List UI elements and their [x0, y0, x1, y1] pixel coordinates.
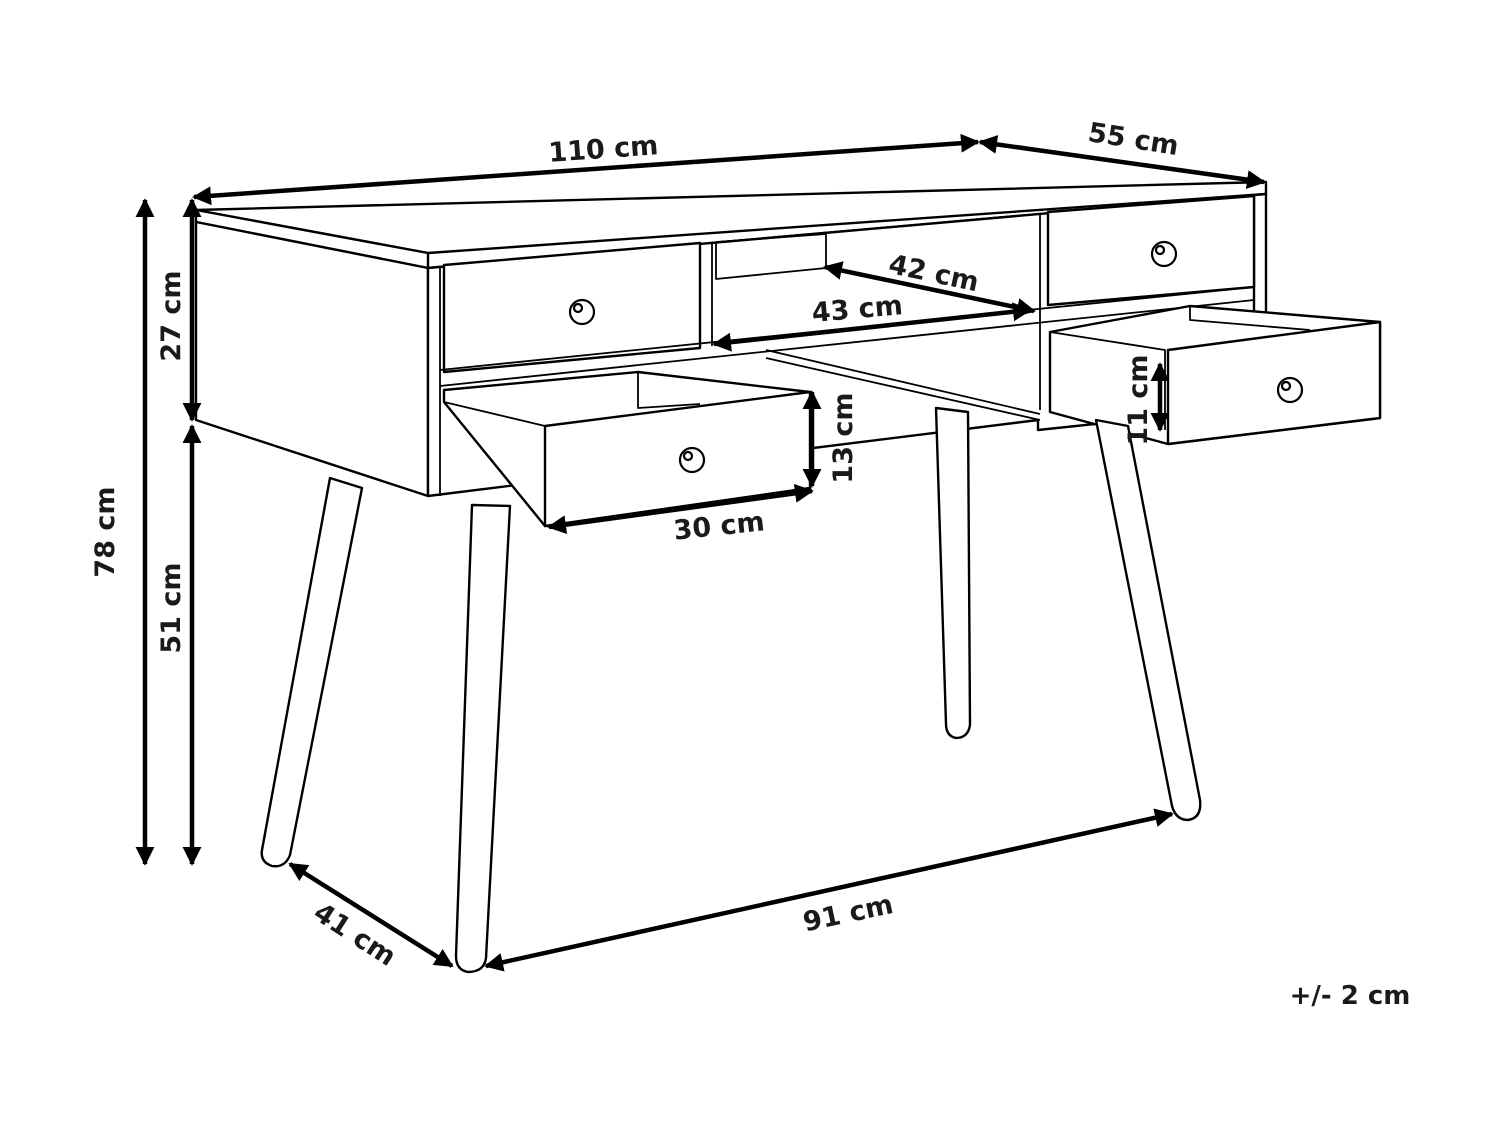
upper-right-drawer — [1046, 194, 1256, 307]
label-depth: 55 cm — [1086, 117, 1181, 162]
label-total-height: 78 cm — [90, 486, 121, 577]
label-leg-height: 51 cm — [156, 562, 187, 653]
leg-front-left — [454, 503, 512, 974]
knob-icon — [1150, 240, 1178, 268]
tolerance-note: +/- 2 cm — [1290, 981, 1411, 1011]
leg-back-right — [934, 406, 972, 740]
knob-icon — [568, 298, 596, 326]
leg-front-right — [1094, 418, 1202, 822]
desk-illustration — [194, 180, 1382, 974]
label-width: 110 cm — [548, 130, 660, 169]
left-side-panel — [194, 220, 430, 498]
label-drawer-width: 30 cm — [672, 506, 766, 546]
label-cabinet-height: 27 cm — [156, 270, 187, 361]
label-drawer-height-left: 13 cm — [828, 392, 859, 483]
knob-icon — [1276, 376, 1304, 404]
label-leg-depth-span: 41 cm — [308, 897, 401, 973]
knob-icon — [678, 446, 706, 474]
label-drawer-height-right: 11 cm — [1123, 354, 1154, 445]
dimension-lines — [135, 133, 1266, 972]
leg-front-left-back — [260, 476, 364, 868]
label-leg-width-span: 91 cm — [800, 889, 896, 938]
